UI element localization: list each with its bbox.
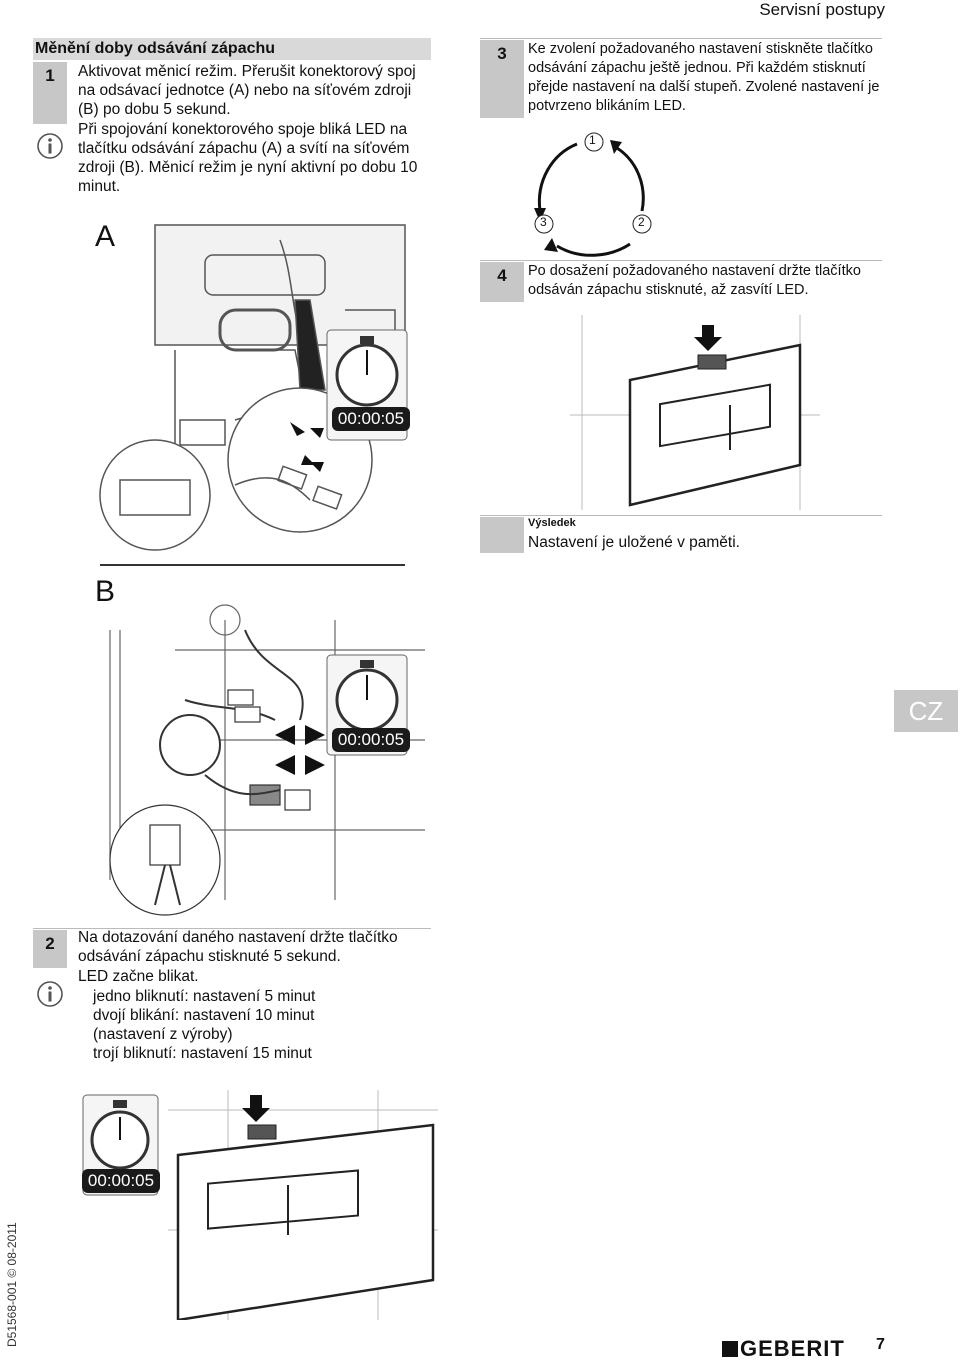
step-2-info-line-3: (nastavení z výroby) <box>93 1026 233 1043</box>
step-4-rule <box>480 260 882 261</box>
step-1-number: 1 <box>33 62 67 124</box>
figure-b-label: B <box>95 575 116 608</box>
step-2-rule <box>33 928 431 929</box>
step-2-info-line-2: dvojí blikání: nastavení 10 minut <box>93 1007 315 1024</box>
brand-logo: GEBERIT <box>722 1336 845 1362</box>
result-label: Výsledek <box>528 517 576 529</box>
figure-b: B <box>95 560 435 920</box>
info-icon <box>37 133 63 159</box>
cycle-step-2: 2 <box>638 215 645 229</box>
timer-readout-step-2: 00:00:05 <box>82 1169 160 1193</box>
step-2-info-line-1: jedno bliknutí: nastavení 5 minut <box>93 988 316 1005</box>
arrow-icon <box>290 422 324 472</box>
step-2-text: Na dotazování daného nastavení držte tla… <box>78 929 398 965</box>
arrow-icon <box>242 1095 270 1122</box>
step-3-number: 3 <box>480 40 524 118</box>
cycle-icon <box>534 132 652 257</box>
figure-a: A 00:00: <box>95 200 435 560</box>
figure-step-2: 00:00:05 <box>78 1090 438 1320</box>
section-title: Měnění doby odsávání zápachu <box>33 38 431 60</box>
step-1-info: Při spojování konektorového spoje bliká … <box>78 121 418 195</box>
flush-plate-illustration <box>82 1090 438 1320</box>
doc-number: D51568-001 © 08-2011 <box>5 1222 19 1347</box>
figure-a-label: A <box>95 220 116 253</box>
result-marker <box>480 517 524 553</box>
language-tab: CZ <box>894 690 958 732</box>
step-2-info-lead: LED začne blikat. <box>78 968 199 985</box>
timer-readout-b: 00:00:05 <box>332 728 410 752</box>
flush-plate-illustration <box>570 315 820 510</box>
arrow-icon <box>694 325 722 351</box>
step-3-text: Ke zvolení požadovaného nastavení stiskn… <box>528 41 880 114</box>
step-4-number: 4 <box>480 262 524 302</box>
result-text: Nastavení je uložené v paměti. <box>528 534 740 551</box>
timer-readout-a: 00:00:05 <box>332 407 410 431</box>
info-icon <box>37 981 63 1007</box>
figure-a-illustration <box>99 224 408 551</box>
section-header: Servisní postupy <box>759 0 885 19</box>
step-3-rule <box>480 38 882 39</box>
cycle-step-3: 3 <box>540 215 547 229</box>
page-number: 7 <box>876 1336 885 1353</box>
step-4-text: Po dosažení požadovaného nastavení držte… <box>528 263 861 298</box>
cycle-step-1: 1 <box>589 133 596 147</box>
step-2-info-line-4: trojí bliknutí: nastavení 15 minut <box>93 1045 312 1062</box>
result-rule <box>480 515 882 516</box>
step-2-number: 2 <box>33 930 67 968</box>
arrow-icon <box>275 725 325 775</box>
step-1-text: Aktivovat měnicí režim. Přerušit konekto… <box>78 63 416 118</box>
